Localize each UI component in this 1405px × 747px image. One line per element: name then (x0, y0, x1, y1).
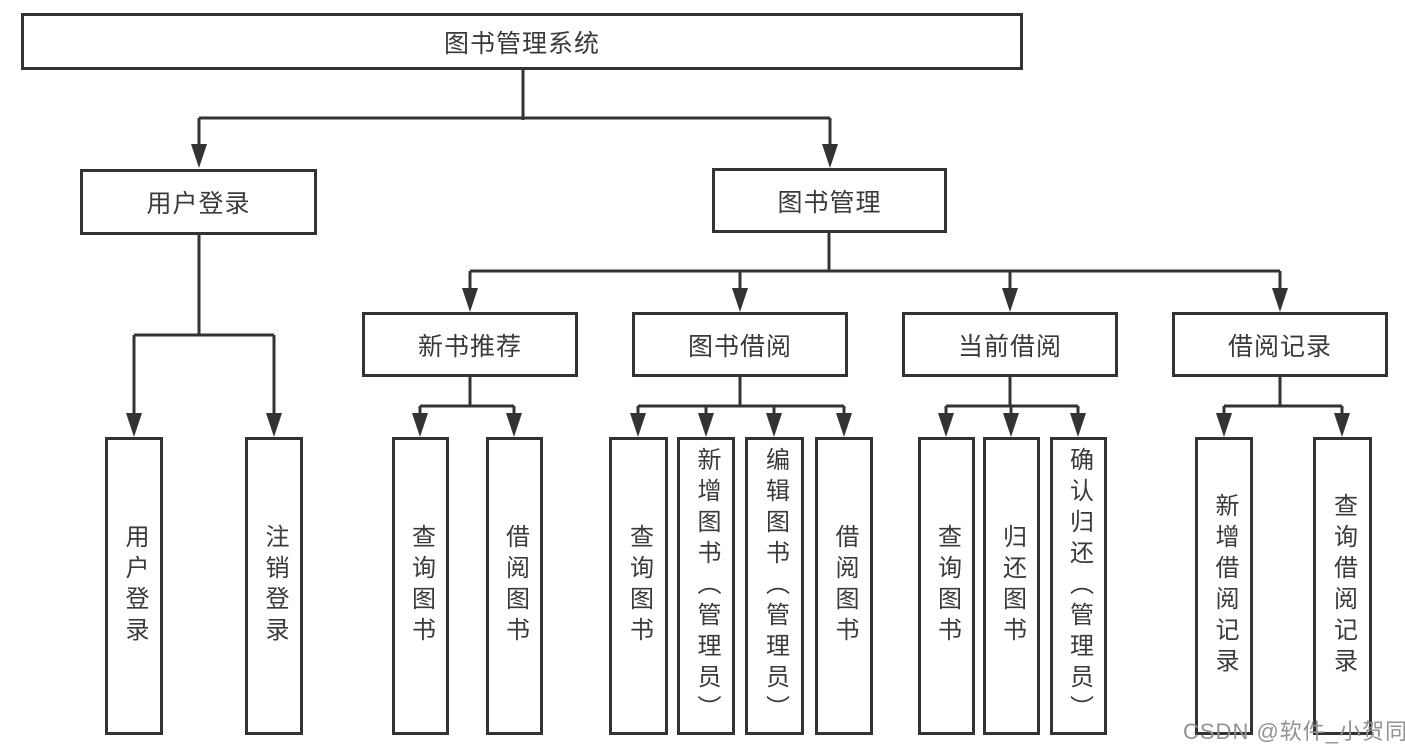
leaf-add-books-admin: 新增图书（管理员） (677, 437, 735, 735)
node-book-management-label: 图书管理 (777, 188, 882, 217)
leaf-confirm-return-admin-label: 确认归还（管理员） (1065, 446, 1093, 726)
node-user-login: 用户登录 (80, 169, 317, 235)
leaf-return-books-label: 归还图书 (998, 524, 1026, 648)
leaf-logout-label: 注销登录 (261, 524, 288, 648)
node-user-login-label: 用户登录 (146, 190, 251, 218)
node-book-borrow-label: 图书借阅 (687, 332, 792, 361)
leaf-user-login: 用户登录 (105, 437, 163, 735)
node-new-book-recommend-label: 新书推荐 (417, 332, 522, 361)
leaf-recommend-borrow-books-label: 借阅图书 (501, 524, 529, 648)
leaf-add-books-admin-label: 新增图书（管理员） (693, 446, 720, 726)
node-book-management: 图书管理 (712, 168, 947, 233)
leaf-query-borrow-record-label: 查询借阅记录 (1329, 493, 1357, 679)
watermark: CSDN @软件_小贺同学 (1183, 719, 1405, 744)
leaf-logout: 注销登录 (245, 437, 303, 735)
leaf-add-borrow-record-label: 新增借阅记录 (1211, 493, 1238, 679)
leaf-confirm-return-admin: 确认归还（管理员） (1050, 437, 1107, 735)
leaf-recommend-query-books: 查询图书 (392, 437, 449, 735)
node-current-borrow: 当前借阅 (902, 312, 1118, 377)
leaf-return-books: 归还图书 (983, 437, 1040, 735)
arrowheads (126, 144, 1350, 437)
node-new-book-recommend: 新书推荐 (362, 312, 578, 377)
leaf-add-borrow-record: 新增借阅记录 (1195, 437, 1253, 735)
node-borrow-records: 借阅记录 (1172, 312, 1388, 377)
node-root: 图书管理系统 (21, 13, 1023, 70)
leaf-query-borrow-record: 查询借阅记录 (1313, 437, 1372, 735)
node-borrow-records-label: 借阅记录 (1227, 332, 1332, 361)
leaf-edit-books-admin: 编辑图书（管理员） (745, 437, 804, 735)
node-current-borrow-label: 当前借阅 (957, 332, 1062, 361)
node-book-borrow: 图书借阅 (632, 312, 848, 377)
leaf-current-query-books-label: 查询图书 (933, 524, 961, 648)
node-root-label: 图书管理系统 (443, 29, 600, 58)
leaf-user-login-label: 用户登录 (121, 524, 148, 648)
leaf-edit-books-admin-label: 编辑图书（管理员） (761, 446, 789, 726)
leaf-current-query-books: 查询图书 (918, 437, 975, 735)
leaf-recommend-borrow-books: 借阅图书 (486, 437, 543, 735)
leaf-borrow-books: 借阅图书 (815, 437, 873, 735)
leaf-borrow-query-books: 查询图书 (609, 437, 668, 735)
leaf-borrow-query-books-label: 查询图书 (625, 524, 653, 648)
leaf-recommend-query-books-label: 查询图书 (407, 524, 435, 648)
leaf-borrow-books-label: 借阅图书 (831, 524, 858, 648)
